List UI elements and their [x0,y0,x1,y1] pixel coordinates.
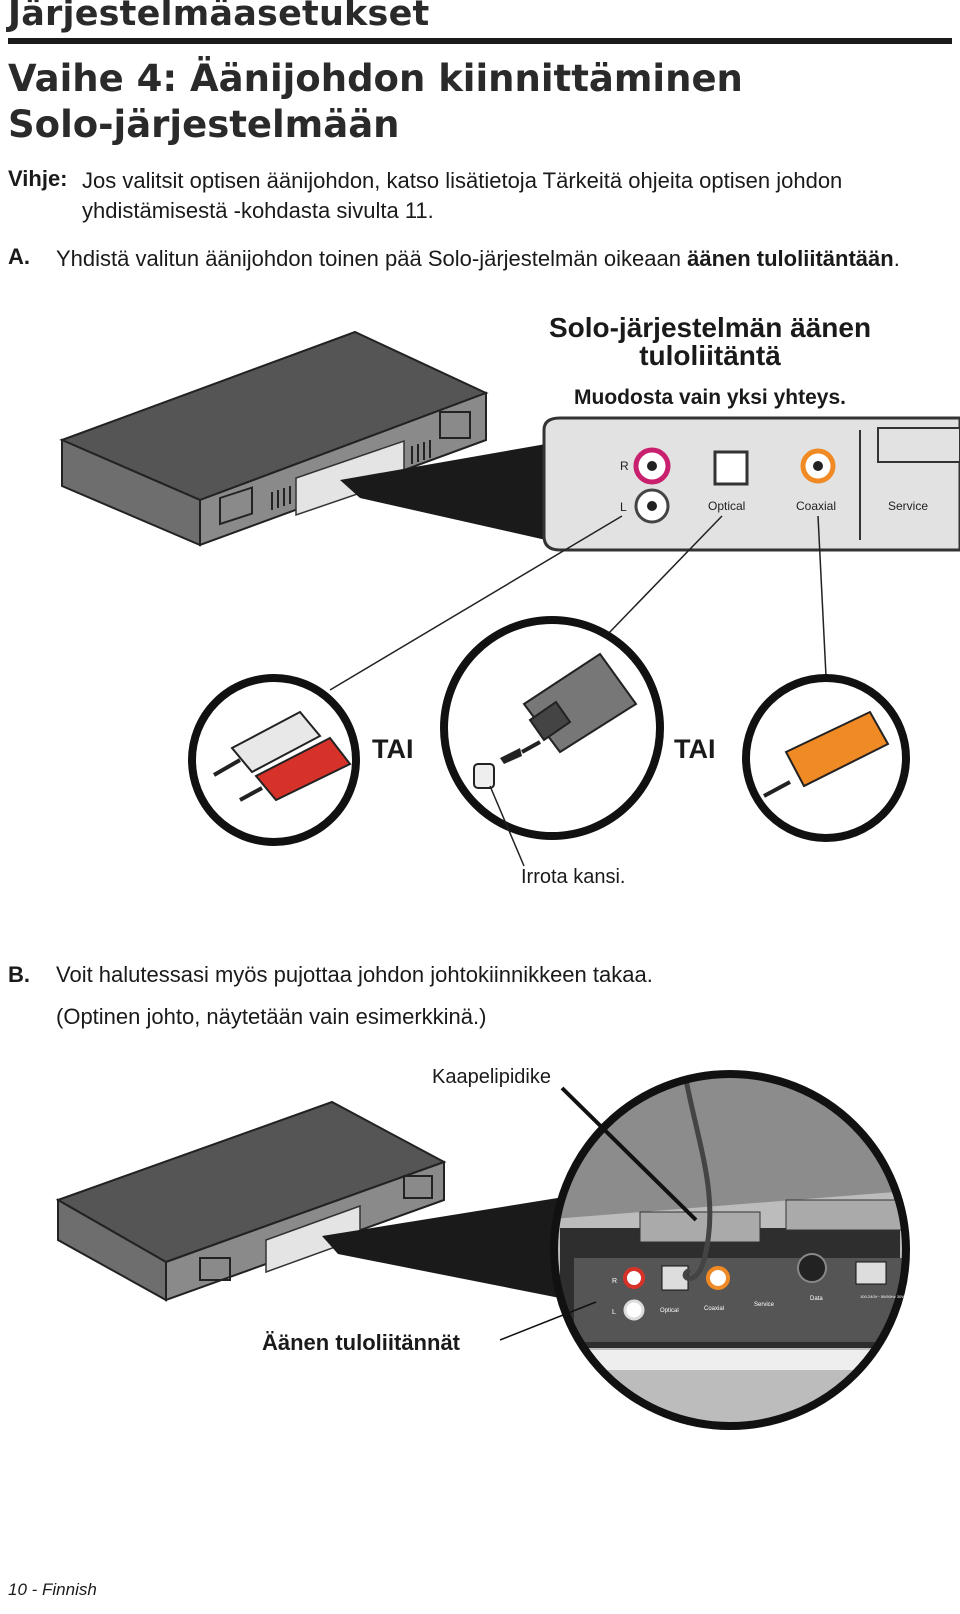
hint-text: Jos valitsit optisen äänijohdon, katso l… [82,168,843,223]
optical-connector-circle [440,616,664,867]
step-a-text-bold: äänen tuloliitäntään [687,246,894,271]
panel-optical-label: Optical [708,499,745,513]
solo-device-b [55,1100,447,1302]
callout-title: Solo-järjestelmän äänen tuloliitäntä [548,312,872,371]
panel-l-label: L [620,500,627,514]
header-title: Järjestelmäasetukset [8,0,430,34]
callout-subtitle: Muodosta vain yksi yhteys. [574,386,846,409]
zoom-r-label: R [612,1278,617,1285]
zoom-l-label: L [612,1309,616,1316]
zoom-data-label: Data [810,1296,823,1302]
rca-connector-circle [188,674,360,846]
zoom-coaxial-label: Coaxial [704,1306,724,1312]
step-a-text: Yhdistä valitun äänijohdon toinen pää So… [56,244,916,274]
zoom-power-label: 100-240V~ 50/60Hz 30W [860,1294,905,1299]
optical-jack [713,450,749,486]
panel-service-label: Service [888,499,928,513]
step-b-line2: (Optinen johto, näytetään vain esimerkki… [56,1004,487,1029]
coaxial-connector-circle [742,674,910,842]
solo-device-a [59,330,489,547]
step-a-text-end: . [893,246,900,271]
input-panel: R L Optical Coaxial Service [542,416,960,552]
zoom-circle-b: R L Optical Coaxial Service Data 100-240… [550,1070,910,1430]
step-b-line1: Voit halutessasi myös pujottaa johdon jo… [56,962,653,987]
callout-beam [340,444,546,540]
header-rule [8,38,952,44]
panel-r-label: R [620,459,629,473]
hint-label: Vihje: [8,166,68,191]
step-title: Vaihe 4: Äänijohdon kiinnittäminen Solo-… [8,57,743,146]
step-a-text-plain: Yhdistä valitun äänijohdon toinen pää So… [56,246,688,271]
zoom-optical-label: Optical [660,1308,679,1314]
panel-coaxial-label: Coaxial [796,499,836,513]
step-b-letter: B. [8,962,30,987]
page-footer: 10 - Finnish [8,1580,97,1599]
or-label-1: TAI [372,734,414,764]
cap-note: Irrota kansi. [521,866,626,888]
cable-holder-label: Kaapelipidike [432,1066,551,1088]
audio-inputs-label: Äänen tuloliitännät [262,1330,460,1355]
or-label-2: TAI [674,734,716,764]
step-a-letter: A. [8,244,30,269]
callout-beam-b [322,1196,570,1300]
zoom-service-label: Service [754,1302,775,1308]
